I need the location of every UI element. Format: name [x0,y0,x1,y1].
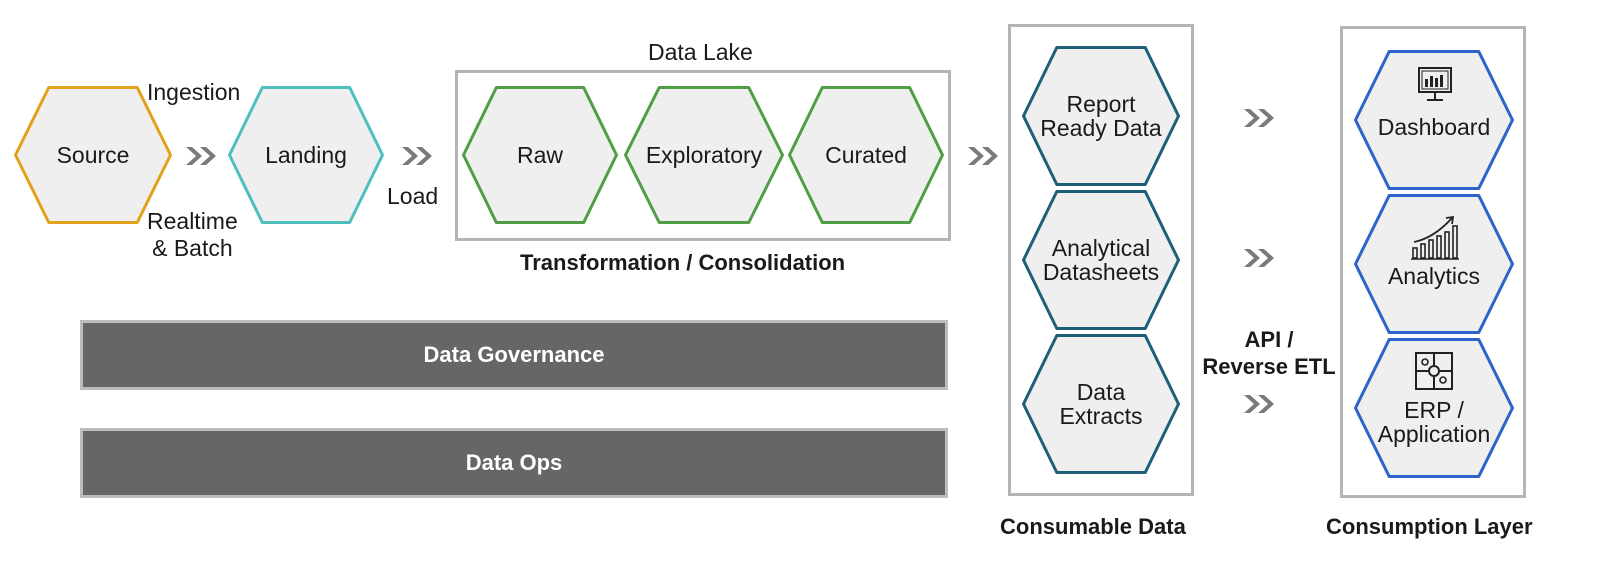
transformation-caption: Transformation / Consolidation [520,250,846,275]
data-extracts-hex: Data Extracts [1022,334,1180,474]
arrow-source-landing [186,147,216,165]
hexagon-shape [462,86,618,224]
arrow-to-erp [1244,395,1274,413]
raw-label: Raw [516,142,563,168]
arrow-to-analytics [1244,249,1274,267]
consumption-layer-frame [1340,26,1526,498]
exploratory-hex: Exploratory [624,86,784,224]
dashboard-hex: Dashboard [1354,50,1514,190]
load-label: Load [387,183,439,209]
data-ops-bar: Data Ops [80,428,948,498]
data-ops-label: Data Ops [465,450,563,475]
hexagon-shape [228,86,384,224]
raw-hex: Raw [462,86,618,224]
analytics-hex: Analytics [1354,194,1514,334]
erp-application-hex: ERP / Application [1354,338,1514,478]
exploratory-label: Exploratory [645,142,763,168]
analytics-label: Analytics [1387,263,1481,289]
hexagon-shape [788,86,944,224]
landing-hex: Landing [228,86,384,224]
hexagon-shape [1022,190,1180,330]
consumable-data-caption: Consumable Data [1000,514,1186,539]
consumable-data-frame [1008,24,1194,496]
data-lake-frame [455,70,951,241]
data-governance-bar: Data Governance [80,320,948,390]
hexagon-shape [1354,50,1514,190]
arrow-lake-consumable [968,147,998,165]
monitor-chart-icon [1418,67,1452,101]
hexagon-shape [1354,194,1514,334]
hexagon-shape [1354,338,1514,478]
data-governance-label: Data Governance [423,342,605,367]
growth-chart-icon [1411,215,1459,260]
hexagon-shape [14,86,172,224]
arrow-landing-lake [402,147,432,165]
analytical-datasheets-label: Analytical Datasheets [1042,235,1160,285]
data-extracts-label: Data Extracts [1059,379,1143,429]
hexagon-shape [1022,46,1180,186]
hexagon-shape [1022,334,1180,474]
report-ready-data-label: Report Ready Data [1040,91,1162,141]
ingestion-label: Ingestion [147,79,241,105]
landing-label: Landing [265,142,347,168]
puzzle-icon [1415,352,1453,390]
analytical-datasheets-hex: Analytical Datasheets [1022,190,1180,330]
source-hex: Source [14,86,172,224]
hexagon-shape [624,86,784,224]
source-label: Source [56,142,130,168]
data-lake-title: Data Lake [648,39,753,65]
arrow-to-dashboard [1244,109,1274,127]
report-ready-data-hex: Report Ready Data [1022,46,1180,186]
curated-label: Curated [825,142,907,168]
dashboard-label: Dashboard [1377,114,1491,140]
consumption-layer-caption: Consumption Layer [1326,514,1533,539]
curated-hex: Curated [788,86,944,224]
erp-application-label: ERP / Application [1377,397,1491,447]
api-reverse-etl-label: API / Reverse ETL [1202,327,1336,379]
realtime-batch-label: Realtime & Batch [147,208,238,261]
